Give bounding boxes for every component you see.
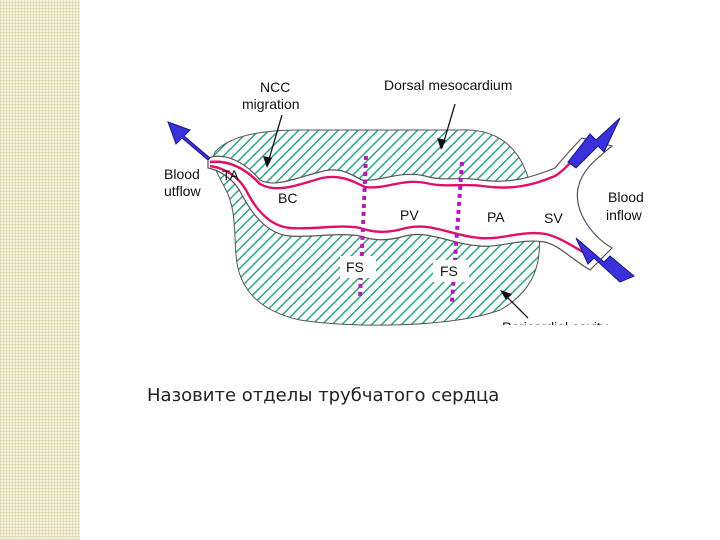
- label-pv: PV: [400, 207, 419, 223]
- decorative-side-strip: [0, 0, 80, 540]
- label-bc: BC: [278, 190, 297, 206]
- label-pericardial-cavity: Pericardial cavity: [502, 319, 608, 332]
- slide-caption: Назовите отделы трубчатого сердца: [147, 385, 500, 406]
- label-sv: SV: [544, 210, 563, 226]
- label-ncc-line1: NCC: [260, 79, 290, 95]
- label-ncc-line2: migration: [242, 96, 300, 112]
- inflow-arrow-top-icon: [567, 117, 621, 169]
- label-fs-right: FS: [440, 263, 458, 279]
- heart-tube-diagram: NCC migration Dorsal mesocardium Blood u…: [150, 70, 650, 332]
- fs-right-box: [433, 260, 469, 282]
- label-blood-inflow-line1: Blood: [608, 189, 644, 205]
- heart-tube-lumen-upper: [209, 160, 261, 185]
- pericardial-cavity-arrowhead-icon: [500, 290, 512, 300]
- label-blood-outflow-line1: Blood: [164, 166, 200, 182]
- label-dorsal-mesocardium: Dorsal mesocardium: [384, 77, 512, 93]
- inflow-arrow-bottom-icon: [575, 237, 635, 283]
- label-ta: TA: [222, 167, 240, 183]
- outflow-arrow-icon: [167, 121, 211, 161]
- label-fs-left: FS: [346, 259, 364, 275]
- label-blood-outflow-line2: utflow: [164, 183, 201, 199]
- heart-tube-endocardium: [209, 143, 591, 258]
- label-blood-inflow-line2: inflow: [606, 207, 643, 223]
- ncc-pointer-arrowhead-icon: [263, 156, 272, 168]
- heart-tube-outer: [207, 137, 614, 271]
- dorsal-mesocardium-arrowhead-icon: [437, 138, 446, 150]
- label-pa: PA: [487, 209, 505, 225]
- fs-left-box: [340, 256, 376, 278]
